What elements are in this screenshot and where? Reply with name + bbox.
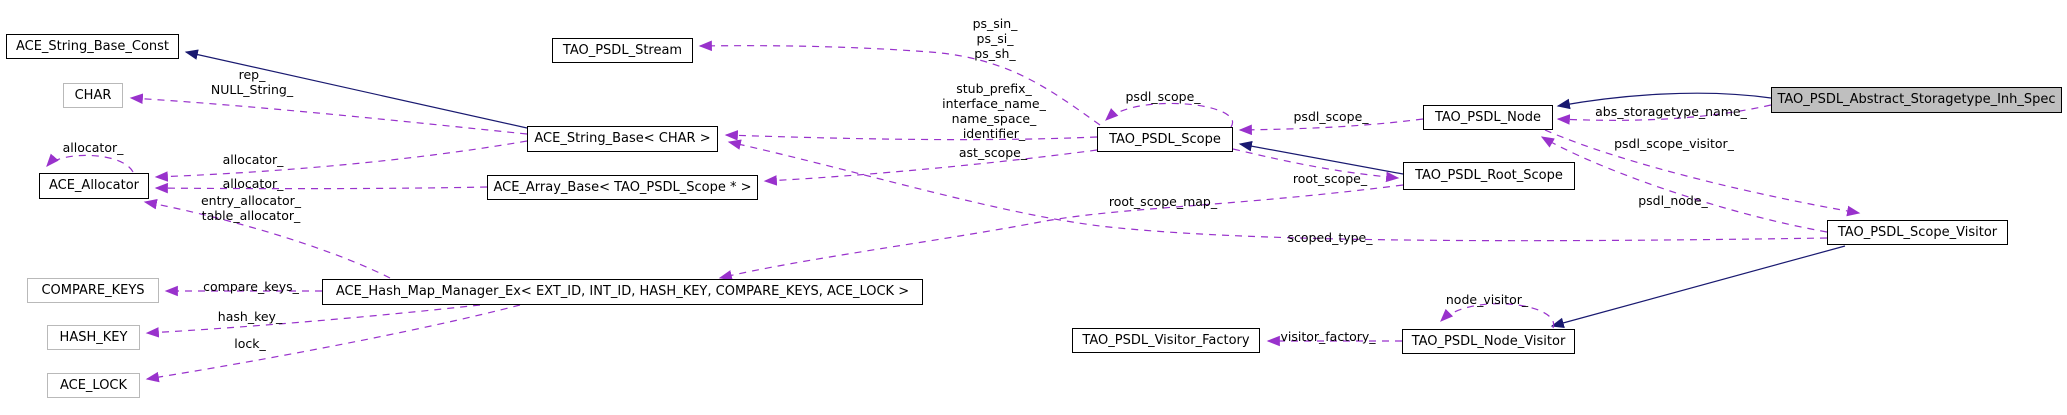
class-box-ace-allocator[interactable]: ACE_Allocator [39,173,149,199]
class-box-tao-psdl-stream[interactable]: TAO_PSDL_Stream [552,38,693,63]
class-box-tao-psdl-root-scope[interactable]: TAO_PSDL_Root_Scope [1403,162,1575,190]
edge-use-ast-scope [763,149,1098,186]
edge-use-psdl-node [1540,136,1828,233]
edge-use-node-visitor-selfloop [1440,303,1554,329]
class-box-ace-string-base-char[interactable]: ACE_String_Base< CHAR > [527,126,718,152]
edge-use-ps-streams [698,40,1101,126]
edge-use-scoped-type [727,139,1828,242]
edge-use-allocator-selfloop [46,153,134,173]
class-box-hash-key: HASH_KEY [47,325,140,350]
edge-use-lock [145,304,521,383]
class-box-ace-hash-map-manager-ex[interactable]: ACE_Hash_Map_Manager_Ex< EXT_ID, INT_ID,… [322,279,923,305]
class-box-tao-psdl-scope-visitor[interactable]: TAO_PSDL_Scope_Visitor [1827,220,2008,245]
edge-use-entry-table-allocator [143,198,391,279]
edge-use-psdl-scope-visitor [1544,129,1861,217]
class-box-ace-string-base-const[interactable]: ACE_String_Base_Const [6,34,179,59]
edge-inherit-rootscope-to-scope [1238,140,1404,175]
edge-use-allocator-from-stringbase [154,140,528,182]
edge-use-rep-null-string [129,93,528,135]
class-box-ace-array-base[interactable]: ACE_Array_Base< TAO_PSDL_Scope * > [487,175,758,200]
edge-use-abs-storagetype-name [1556,104,1772,125]
class-box-char: CHAR [63,83,123,108]
edge-use-psdl-scope [1238,118,1424,136]
class-box-tao-psdl-node-visitor[interactable]: TAO_PSDL_Node_Visitor [1402,329,1575,354]
edge-use-string-members [724,130,1098,141]
class-box-tao-psdl-node[interactable]: TAO_PSDL_Node [1423,105,1553,130]
class-box-tao-psdl-abstract-storagetype-inh-spec: TAO_PSDL_Abstract_Storagetype_Inh_Spec [1771,87,2062,113]
class-box-tao-psdl-visitor-factory[interactable]: TAO_PSDL_Visitor_Factory [1072,328,1260,353]
edge-use-allocator-from-arraybase [154,182,488,194]
edge-use-root-scope [1232,148,1400,183]
edge-inherit-scopevisitor-to-nodevisitor [1550,245,1846,328]
edge-use-root-scope-map [718,184,1404,281]
edge-use-psdl-scope-selfloop [1105,102,1234,128]
class-box-tao-psdl-scope[interactable]: TAO_PSDL_Scope [1097,127,1233,152]
class-box-compare-keys: COMPARE_KEYS [27,278,159,303]
edge-inherit-absspec-to-node [1556,92,1772,110]
class-box-ace-lock: ACE_LOCK [47,373,140,398]
edge-use-hash-key [145,304,481,338]
edge-inherit-stringbase-to-const [184,49,528,129]
